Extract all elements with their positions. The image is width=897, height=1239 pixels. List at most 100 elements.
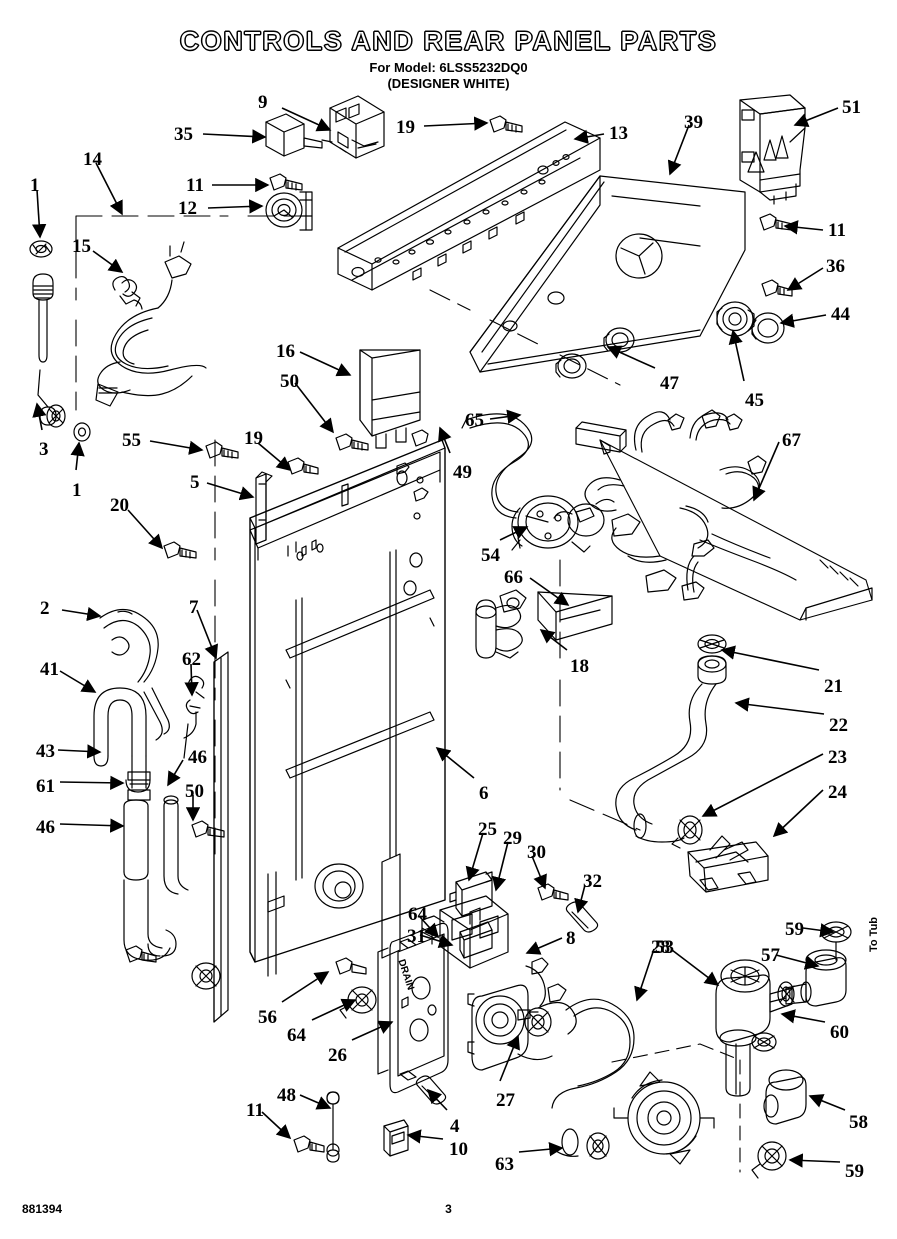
callout-leader-arrow <box>57 744 102 759</box>
callout-leader-arrow <box>465 832 484 882</box>
callout-number: 5 <box>190 472 200 493</box>
callout-number: 29 <box>503 828 522 849</box>
callout-number: 10 <box>449 1139 468 1160</box>
callout-number: 3 <box>39 439 49 460</box>
callout-leader-arrow <box>772 789 824 838</box>
callout-leader-arrow <box>780 1009 826 1024</box>
callout-leader-arrow <box>207 199 264 214</box>
callout-number: 57 <box>761 945 780 966</box>
callout-number: 61 <box>36 776 55 797</box>
callout-number: 64 <box>287 1025 306 1046</box>
callout-number: 65 <box>465 410 484 431</box>
callout-number: 11 <box>186 175 204 196</box>
callout-leader-arrow <box>606 345 656 369</box>
callout-leader-arrow <box>206 482 255 501</box>
callout-leader-arrow <box>492 841 509 892</box>
callout-number: 2 <box>40 598 50 619</box>
callout-number: 50 <box>185 781 204 802</box>
callout-number: 62 <box>182 649 201 670</box>
callout-leader-arrow <box>786 267 824 291</box>
callout-number: 11 <box>828 220 846 241</box>
callout-leader-arrow <box>775 954 820 970</box>
callout-number: 19 <box>396 117 415 138</box>
to-tub-label: To Tub <box>868 916 880 952</box>
callout-number: 67 <box>782 430 801 451</box>
callout-number: 12 <box>178 198 197 219</box>
callout-number: 49 <box>453 462 472 483</box>
callout-number: 25 <box>478 819 497 840</box>
callout-number: 51 <box>842 97 861 118</box>
callout-number: 35 <box>174 124 193 145</box>
callout-leader-arrow <box>31 189 47 239</box>
callout-leader-arrow <box>59 818 125 833</box>
callout-number: 23 <box>828 747 847 768</box>
callout-number: 45 <box>745 390 764 411</box>
callout-number: 1 <box>72 480 82 501</box>
callout-leader-arrow <box>426 1088 448 1111</box>
callout-leader-arrow <box>438 426 452 454</box>
callout-number: 6 <box>479 783 489 804</box>
callout-leader-arrow <box>518 1142 564 1157</box>
callout-number: 28 <box>651 937 670 958</box>
callout-leader-arrow <box>499 526 529 541</box>
callout-leader-arrow <box>701 753 824 817</box>
callout-leader-arrow <box>489 409 522 424</box>
callout-leader-arrow <box>311 998 357 1021</box>
callout-number: 9 <box>258 92 268 113</box>
callout-number: 8 <box>566 928 576 949</box>
callout-leader-arrow <box>149 440 204 455</box>
callout-number: 60 <box>830 1022 849 1043</box>
callout-leader-arrow <box>525 937 563 955</box>
callout-number: 63 <box>495 1154 514 1175</box>
callout-number: 24 <box>828 782 847 803</box>
callout-number: 59 <box>785 919 804 940</box>
callout-leader-arrow <box>281 971 330 1003</box>
callout-number: 66 <box>504 567 523 588</box>
callout-number: 15 <box>72 236 91 257</box>
callout-leader-arrow <box>783 220 824 235</box>
callout-number: 48 <box>277 1085 296 1106</box>
callout-number: 32 <box>583 871 602 892</box>
callout-number: 20 <box>110 495 129 516</box>
callout-number: 64 <box>408 904 427 925</box>
callout-leader-arrow <box>788 1153 841 1168</box>
callout-leader-arrow <box>728 329 745 382</box>
model-line: For Model: 6LSS5232DQ0 <box>369 60 528 75</box>
callout-leader-arrow <box>61 606 102 622</box>
callout-number: 30 <box>527 842 546 863</box>
callout-number: 44 <box>831 304 850 325</box>
callout-leader-arrow <box>299 351 352 377</box>
callout-leader-arrow <box>808 1094 846 1111</box>
callout-number: 1 <box>30 175 40 196</box>
callout-number: 54 <box>481 545 500 566</box>
callout-number: 43 <box>36 741 55 762</box>
callout-number: 56 <box>258 1007 277 1028</box>
callout-number: 16 <box>276 341 295 362</box>
callout-leader-arrow <box>529 577 570 606</box>
callout-leader-arrow <box>406 1129 444 1144</box>
callout-leader-arrow <box>752 441 780 502</box>
callout-leader-arrow <box>671 949 720 986</box>
callout-number: 39 <box>684 112 703 133</box>
callout-leader-arrow <box>261 1111 292 1140</box>
callout-number: 22 <box>829 715 848 736</box>
callout-leader-arrow <box>95 162 123 216</box>
callout-leader-arrow <box>59 775 125 790</box>
callout-number: 58 <box>849 1112 868 1133</box>
callout-leader-arrow <box>127 509 164 550</box>
callout-leader-arrow <box>351 1020 394 1041</box>
callout-number: 19 <box>244 428 263 449</box>
callout-leader-arrow <box>202 129 267 144</box>
callout-number: 11 <box>246 1100 264 1121</box>
callout-leader-arrow <box>423 116 489 131</box>
callout-number: 36 <box>826 256 845 277</box>
callout-leader-arrow <box>32 402 47 431</box>
callout-leader-arrow <box>539 629 568 651</box>
callout-leader-arrow <box>281 107 332 132</box>
callout-leader-arrow <box>573 129 605 144</box>
callout-leader-arrow <box>92 250 124 273</box>
callout-leader-arrow <box>802 923 835 938</box>
callout-leader-arrow <box>167 759 184 787</box>
